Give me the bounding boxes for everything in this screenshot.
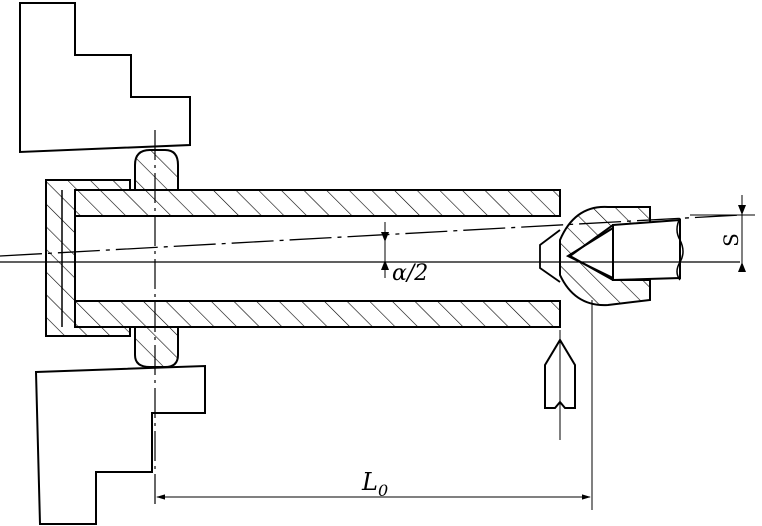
workpiece-axis <box>0 214 741 257</box>
upper-chuck-jaw <box>19 2 191 154</box>
offset-label: S <box>719 233 743 247</box>
angle-arrow-top <box>381 232 389 242</box>
length-label-main: L <box>361 468 378 496</box>
lower-clamp-ring <box>134 326 179 368</box>
length-label-sub: 0 <box>378 481 388 500</box>
tube-upper-wall <box>74 189 561 217</box>
lower-chuck-jaw <box>34 364 206 525</box>
offset-arrow-bottom <box>738 262 746 272</box>
shank-break-line <box>676 217 684 281</box>
tailstock-center-shank <box>612 218 681 282</box>
angle-label: α/2 <box>392 261 428 286</box>
tube-lower-wall <box>74 300 561 328</box>
length-label: L0 <box>361 468 388 500</box>
center-cone <box>565 227 614 279</box>
offset-arrow-top <box>738 205 746 215</box>
angle-arrow-bottom <box>381 260 389 270</box>
center-hole <box>539 229 561 283</box>
upper-clamp-ring <box>134 149 179 191</box>
